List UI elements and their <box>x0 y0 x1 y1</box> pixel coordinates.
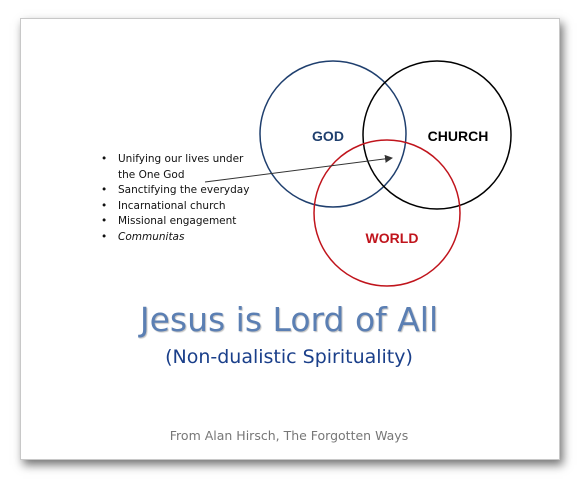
god-label: GOD <box>312 128 344 144</box>
bullet-item: Sanctifying the everyday <box>96 183 261 199</box>
god-circle <box>259 60 407 208</box>
bullet-item: Unifying our lives under the One God <box>96 152 261 183</box>
bullet-item: Communitas <box>96 230 261 246</box>
church-circle <box>362 60 512 210</box>
bullet-list: Unifying our lives under the One God San… <box>96 152 261 245</box>
world-circle <box>313 139 461 287</box>
source-credit: From Alan Hirsch, The Forgotten Ways <box>169 428 409 443</box>
slide-subtitle: (Non-dualistic Spirituality) <box>165 346 413 368</box>
slide-title: Jesus is Lord of All <box>139 300 439 339</box>
bullet-item: Incarnational church <box>96 199 261 215</box>
bullet-item: Missional engagement <box>96 214 261 230</box>
world-label: WORLD <box>366 230 419 246</box>
church-label: CHURCH <box>428 128 489 144</box>
